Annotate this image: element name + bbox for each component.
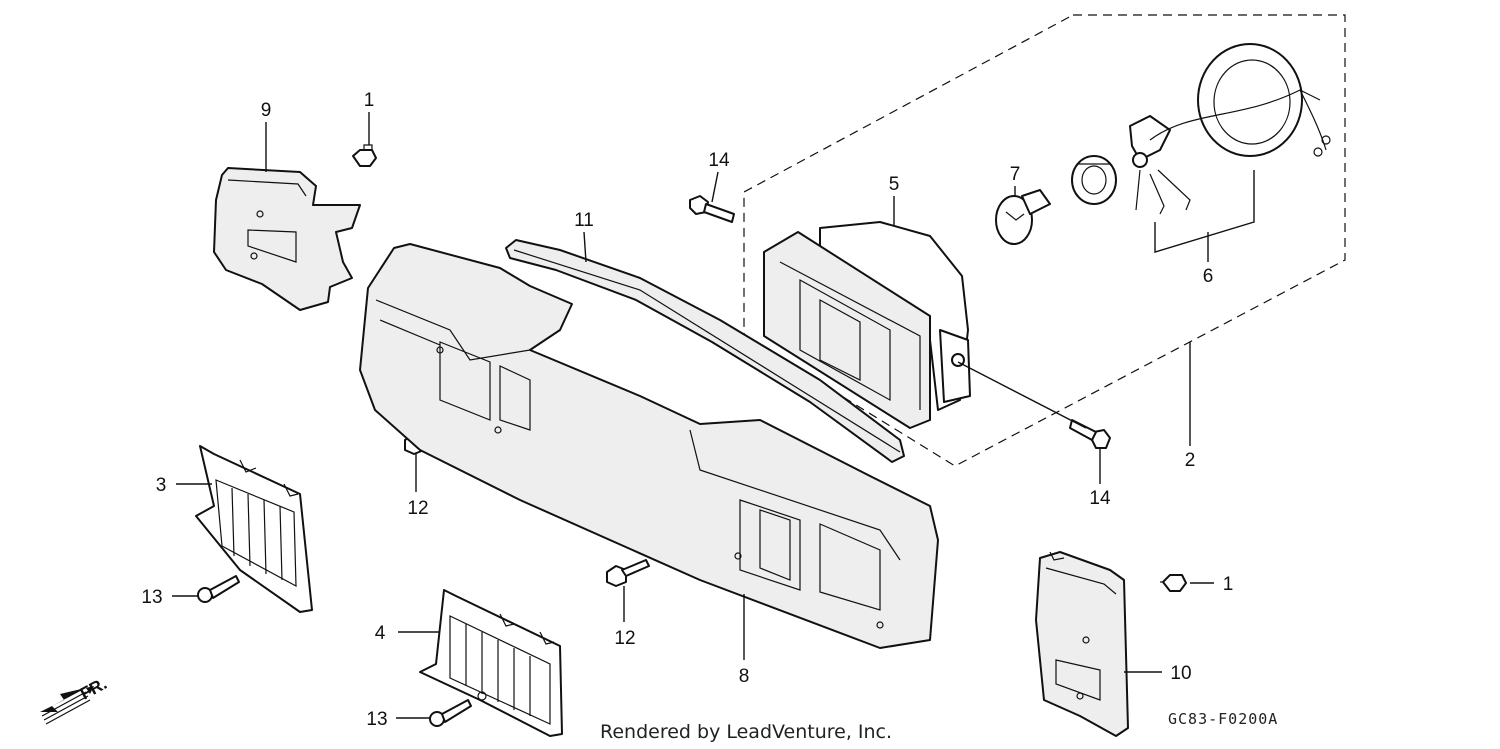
callout-3: 3: [156, 475, 167, 496]
callout-12-bottom: 12: [614, 628, 635, 649]
side-cover-right-part[interactable]: [1035, 551, 1129, 737]
diagram-code: GC83-F0200A: [1168, 710, 1278, 728]
leader-lines: [172, 112, 1255, 719]
callout-5: 5: [889, 174, 900, 195]
screw-13-bottom-part[interactable]: [429, 699, 472, 727]
grille-bottom-part[interactable]: [419, 589, 563, 737]
clip-top-part[interactable]: [352, 144, 377, 167]
callout-8: 8: [739, 666, 750, 687]
grille-left-part[interactable]: [195, 445, 313, 613]
side-cover-left-part[interactable]: [213, 167, 361, 311]
front-direction-arrow-icon: [40, 686, 94, 725]
bulb-part[interactable]: [995, 189, 1051, 245]
socket-harness-part[interactable]: [1129, 43, 1331, 215]
light-bracket-part[interactable]: [359, 243, 939, 649]
bolt-top-part[interactable]: [689, 195, 735, 223]
socket-ring-part[interactable]: [1071, 155, 1117, 205]
callout-12-left: 12: [407, 498, 428, 519]
bolt-right-part[interactable]: [1069, 419, 1111, 449]
callout-11: 11: [574, 210, 594, 231]
callout-6: 6: [1203, 266, 1214, 287]
rubber-strip-part[interactable]: [505, 239, 905, 463]
callout-2: 2: [1185, 450, 1196, 471]
callout-7: 7: [1010, 164, 1021, 185]
callout-1-top: 1: [364, 90, 375, 111]
callout-9: 9: [261, 100, 272, 121]
callout-13-bottom: 13: [366, 709, 387, 730]
screw-13-left-part[interactable]: [197, 575, 240, 603]
assembly-outline: [743, 14, 1346, 467]
callout-1-right: 1: [1223, 574, 1234, 595]
tail-light-lens-part[interactable]: [763, 221, 971, 429]
callout-4: 4: [375, 623, 386, 644]
screw-bottom-part[interactable]: [606, 559, 650, 587]
footer-credit: Rendered by LeadVenture, Inc.: [600, 721, 892, 743]
callout-14-top: 14: [708, 150, 730, 171]
callout-13-left: 13: [141, 587, 162, 608]
clip-right-part[interactable]: [1160, 574, 1187, 592]
callout-14-right: 14: [1089, 488, 1111, 509]
callout-10: 10: [1170, 663, 1191, 684]
